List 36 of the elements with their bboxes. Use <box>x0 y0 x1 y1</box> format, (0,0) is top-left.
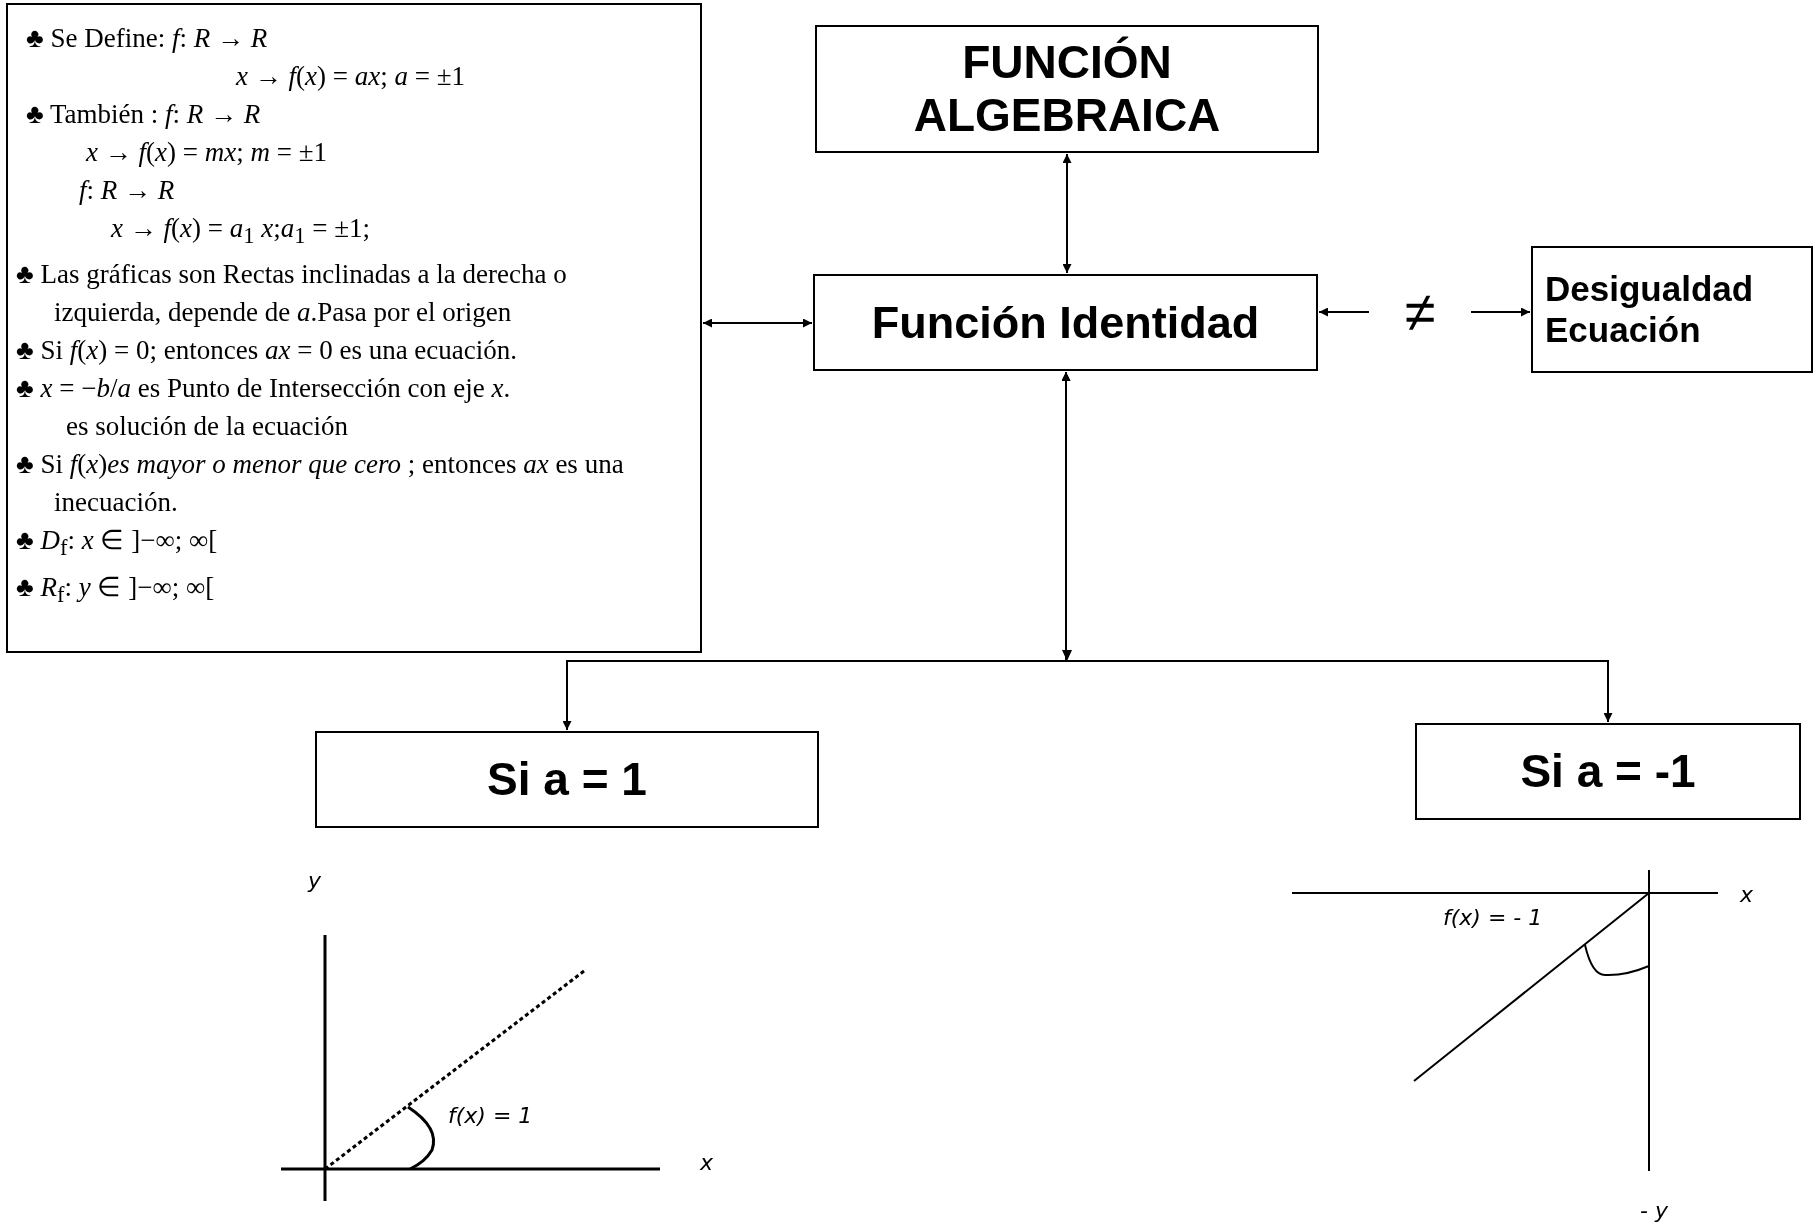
notes-box <box>6 3 702 653</box>
formula-line: f: R → R <box>79 174 176 207</box>
symbol-text: ≠ <box>1404 279 1436 345</box>
box-text: Ecuación <box>1545 309 1702 350</box>
axis-label: f(x) = - 1 <box>1443 905 1543 930</box>
arrow <box>1062 153 1072 274</box>
formula-line: x → f(x) = ax; a = ±1 <box>236 60 466 93</box>
axis-label: x <box>1740 882 1754 907</box>
case-box <box>315 731 819 828</box>
concept-box <box>813 274 1318 371</box>
axis-label: x <box>700 1150 714 1175</box>
box-text: Desigualdad <box>1545 269 1755 310</box>
bullet-text: ♣ R$_{f}$: y ∈ ]−∞; ∞[ <box>16 570 216 610</box>
title-box <box>815 25 1319 153</box>
bullet-text: ♣ x = −b/a es Punto de Intersección con eje x. <box>16 372 512 406</box>
box-text: Si a = -1 <box>1519 745 1697 798</box>
formula-line: es solución de la ecuación <box>66 410 349 444</box>
bullet-text: ♣ Se Define: f: R → R <box>26 22 269 55</box>
box-text: Función Identidad <box>870 296 1261 349</box>
arrow <box>702 318 813 328</box>
bullet-text: ♣ También : f: R → R <box>26 98 262 131</box>
bullet-text: ♣ Si f(x)es mayor o menor que cero ; entonces ax es una inecuación. <box>16 448 625 520</box>
case-box <box>1415 723 1801 820</box>
box-text: Si a = 1 <box>486 753 648 806</box>
formula-line: x → f(x) = a$_{1}$ x;a$_{1}$ = ±1; <box>111 212 371 251</box>
axis-label: - y <box>1640 1198 1668 1223</box>
bullet-text: ♣ D$_{f}$: x ∈ ]−∞; ∞[ <box>16 524 219 563</box>
arrow <box>1470 307 1531 317</box>
concept-box <box>1531 246 1813 373</box>
box-text: FUNCIÓN ALGEBRAICA <box>912 36 1222 142</box>
arrow <box>1061 371 1613 723</box>
axis-label: f(x) = 1 <box>448 1103 533 1128</box>
formula-line: x → f(x) = mx; m = ±1 <box>86 136 328 169</box>
arrow <box>1318 307 1370 317</box>
axis-label: y <box>308 868 322 893</box>
bullet-text: ♣ Si f(x) = 0; entonces ax = 0 es una ecuación. <box>16 334 519 368</box>
